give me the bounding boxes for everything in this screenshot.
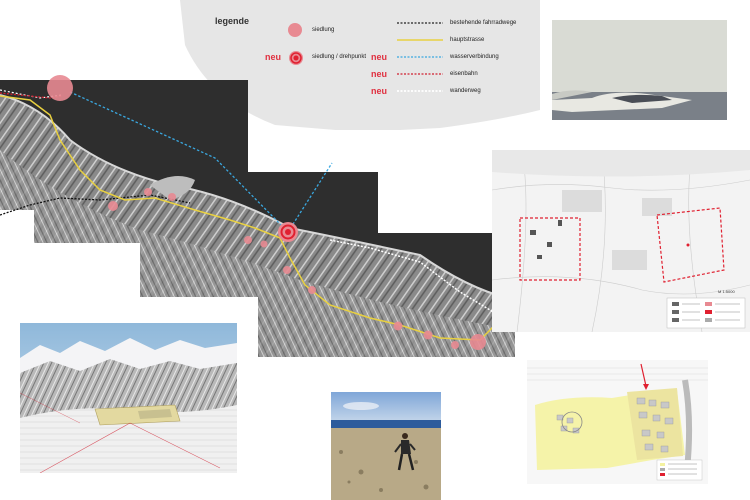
- person-figure: [394, 433, 416, 471]
- legend-title: legende: [215, 16, 250, 26]
- legend-line-symbols: [397, 22, 443, 92]
- settlement: [423, 330, 433, 340]
- settlement-large: [470, 334, 486, 350]
- site-plan-scale: M 1:5000: [718, 289, 735, 294]
- legend-item-pivot: siedlung / drehpunkt: [312, 54, 367, 60]
- settlement-large: [47, 75, 73, 101]
- settlement: [283, 266, 291, 274]
- settlement: [244, 236, 252, 244]
- site-plan[interactable]: M 1:5000: [492, 150, 750, 332]
- legend-item-rail: eisenbahn: [450, 71, 478, 77]
- legend-item-bike: bestehende fahrradwege: [450, 20, 517, 26]
- legend-panel: legende siedlung neu siedlung / drehpunk…: [0, 0, 540, 130]
- arrow-marker: [640, 363, 647, 387]
- legend-item-settlement: siedlung: [312, 27, 335, 33]
- landscape-render[interactable]: [20, 323, 237, 473]
- settlement: [260, 240, 268, 248]
- legend-item-hiking: wanderweg: [450, 88, 481, 94]
- railway: [0, 92, 63, 99]
- settlement: [108, 201, 118, 211]
- legend-background: [180, 0, 540, 130]
- settlements: [47, 75, 508, 350]
- settlement-symbol: [288, 23, 302, 37]
- dashed-area-east: [656, 207, 725, 283]
- legend-new-label-2: neu: [371, 52, 388, 62]
- pivot-symbol: [289, 51, 303, 65]
- legend-item-water: wasserverbindung: [450, 54, 499, 60]
- legend-new-label-3: neu: [371, 69, 388, 79]
- legend-new-label-4: neu: [371, 86, 388, 96]
- settlement: [393, 321, 403, 331]
- water-connections: [69, 91, 333, 233]
- pivot-settlement[interactable]: [278, 222, 298, 242]
- legend-item-road: hauptstrasse: [450, 37, 485, 43]
- bike-paths: [0, 89, 501, 317]
- settlement: [451, 341, 459, 349]
- settlement: [144, 188, 152, 196]
- settlement: [168, 193, 176, 201]
- dashed-area-west: [519, 217, 581, 281]
- steppe-photo[interactable]: [331, 392, 441, 500]
- lake-photo[interactable]: [552, 20, 727, 120]
- village-plan[interactable]: [527, 360, 708, 484]
- legend-new-label: neu: [265, 52, 282, 62]
- satellite-map[interactable]: [0, 0, 515, 360]
- settlement: [308, 286, 316, 294]
